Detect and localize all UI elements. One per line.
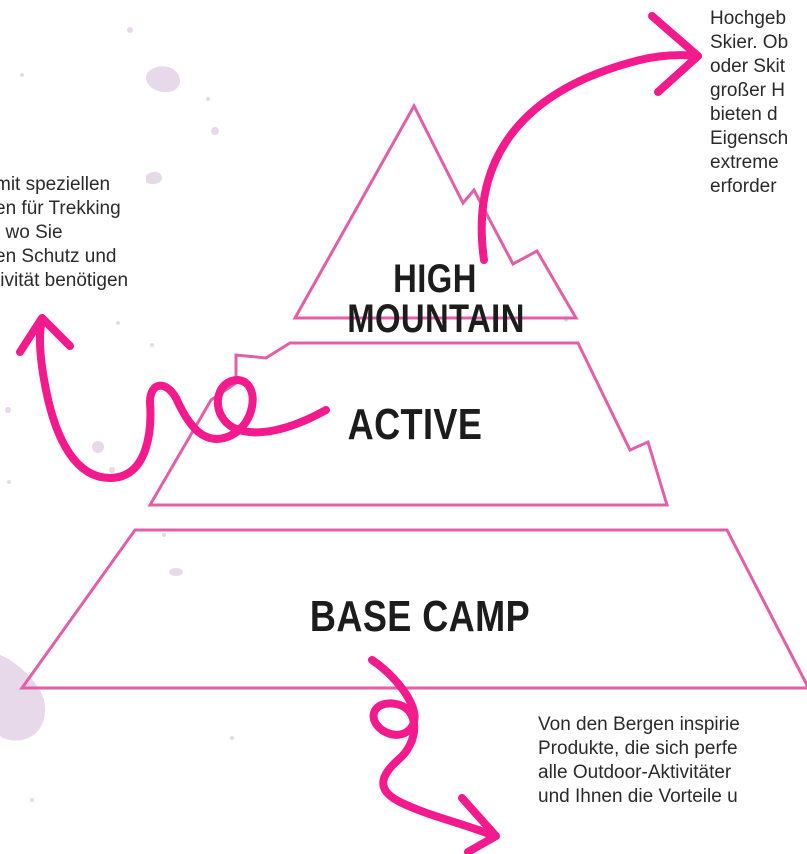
splash-blob — [146, 171, 162, 185]
pink-arrows — [16, 12, 702, 854]
tier-label-base-camp: BASE CAMP — [309, 592, 531, 641]
tier-label-high-mountain: HIGH — [324, 259, 545, 299]
splash-dot — [30, 798, 34, 802]
description-active: mit speziellen en für Trekking , wo Sie … — [0, 174, 129, 291]
tier-active-outline — [147, 341, 670, 507]
splash-dot — [150, 343, 154, 347]
splash-dot — [127, 27, 133, 33]
tier-label-high-mountain-line1: HIGH — [393, 257, 477, 301]
splash-blob — [145, 66, 181, 93]
tier-high-mountain-outline — [292, 102, 579, 320]
pyramid-outlines — [19, 102, 807, 690]
splash-dot — [20, 73, 24, 77]
splash-dot — [92, 441, 104, 453]
tier-label-high-mountain-line2: MOUNTAIN — [347, 297, 525, 341]
background-splashes — [0, 27, 568, 802]
curved-arrow-up-right-icon — [477, 12, 702, 264]
looped-arrow-down-right-icon — [368, 656, 500, 854]
tier-label-active: ACTIVE — [347, 400, 483, 449]
splash-dot — [7, 480, 11, 484]
splash-dot — [116, 321, 120, 325]
splash-dot — [5, 407, 11, 413]
splash-dot — [109, 467, 115, 473]
splash-dot — [211, 127, 219, 135]
description-base-camp: Von den Bergen inspirie Produkte, die si… — [538, 714, 740, 807]
splash-dot — [169, 568, 183, 576]
description-high-mountain: Bekleidu Hochgeb Skier. Ob oder Skit gro… — [710, 0, 789, 197]
splash-dot — [230, 736, 234, 740]
splash-dot — [206, 97, 210, 101]
tier-base-camp-outline — [19, 528, 807, 690]
tier-label-mountain: MOUNTAIN — [313, 299, 559, 339]
looped-arrow-up-left-icon — [16, 314, 330, 482]
splash-dot — [162, 533, 166, 537]
splash-blob — [0, 655, 46, 741]
